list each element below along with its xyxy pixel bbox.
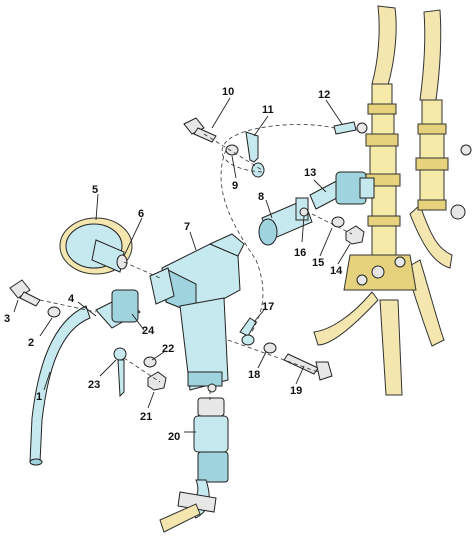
supply-hoses bbox=[313, 5, 453, 396]
leader-lines bbox=[13, 97, 351, 433]
callout-6: 6 bbox=[138, 208, 144, 220]
callout-16: 16 bbox=[294, 247, 306, 259]
connector-20 bbox=[159, 397, 229, 533]
callout-8: 8 bbox=[258, 191, 264, 203]
callout-21: 21 bbox=[140, 411, 152, 423]
fitting-24 bbox=[95, 289, 141, 329]
callout-20: 20 bbox=[168, 431, 180, 443]
callout-7: 7 bbox=[184, 221, 190, 233]
callouts: 1 2 3 4 5 6 7 8 9 10 11 12 13 14 15 16 1… bbox=[4, 86, 343, 443]
callout-10: 10 bbox=[222, 86, 234, 98]
callout-15: 15 bbox=[312, 257, 324, 269]
adapter-8 bbox=[258, 197, 313, 246]
callout-2: 2 bbox=[28, 337, 34, 349]
callout-1: 1 bbox=[36, 391, 42, 403]
tee-fitting-7 bbox=[149, 233, 245, 393]
callout-19: 19 bbox=[290, 385, 302, 397]
callout-3: 3 bbox=[4, 313, 10, 325]
callout-18: 18 bbox=[248, 369, 260, 381]
callout-22: 22 bbox=[162, 343, 174, 355]
callout-5: 5 bbox=[92, 184, 98, 196]
callout-17: 17 bbox=[262, 301, 274, 313]
callout-23: 23 bbox=[88, 379, 100, 391]
callout-12: 12 bbox=[318, 89, 330, 101]
assembly-lines bbox=[39, 124, 353, 400]
callout-4: 4 bbox=[68, 293, 75, 305]
callout-14: 14 bbox=[330, 265, 343, 277]
diaphragm-5 bbox=[59, 217, 133, 275]
valve-assembly-right bbox=[415, 99, 472, 220]
valve-assembly-left bbox=[343, 83, 417, 291]
callout-13: 13 bbox=[304, 167, 316, 179]
fitting-13 bbox=[309, 171, 375, 210]
callout-11: 11 bbox=[262, 104, 274, 116]
callout-24: 24 bbox=[142, 325, 155, 337]
callout-9: 9 bbox=[232, 180, 238, 192]
hose-1 bbox=[29, 305, 91, 466]
